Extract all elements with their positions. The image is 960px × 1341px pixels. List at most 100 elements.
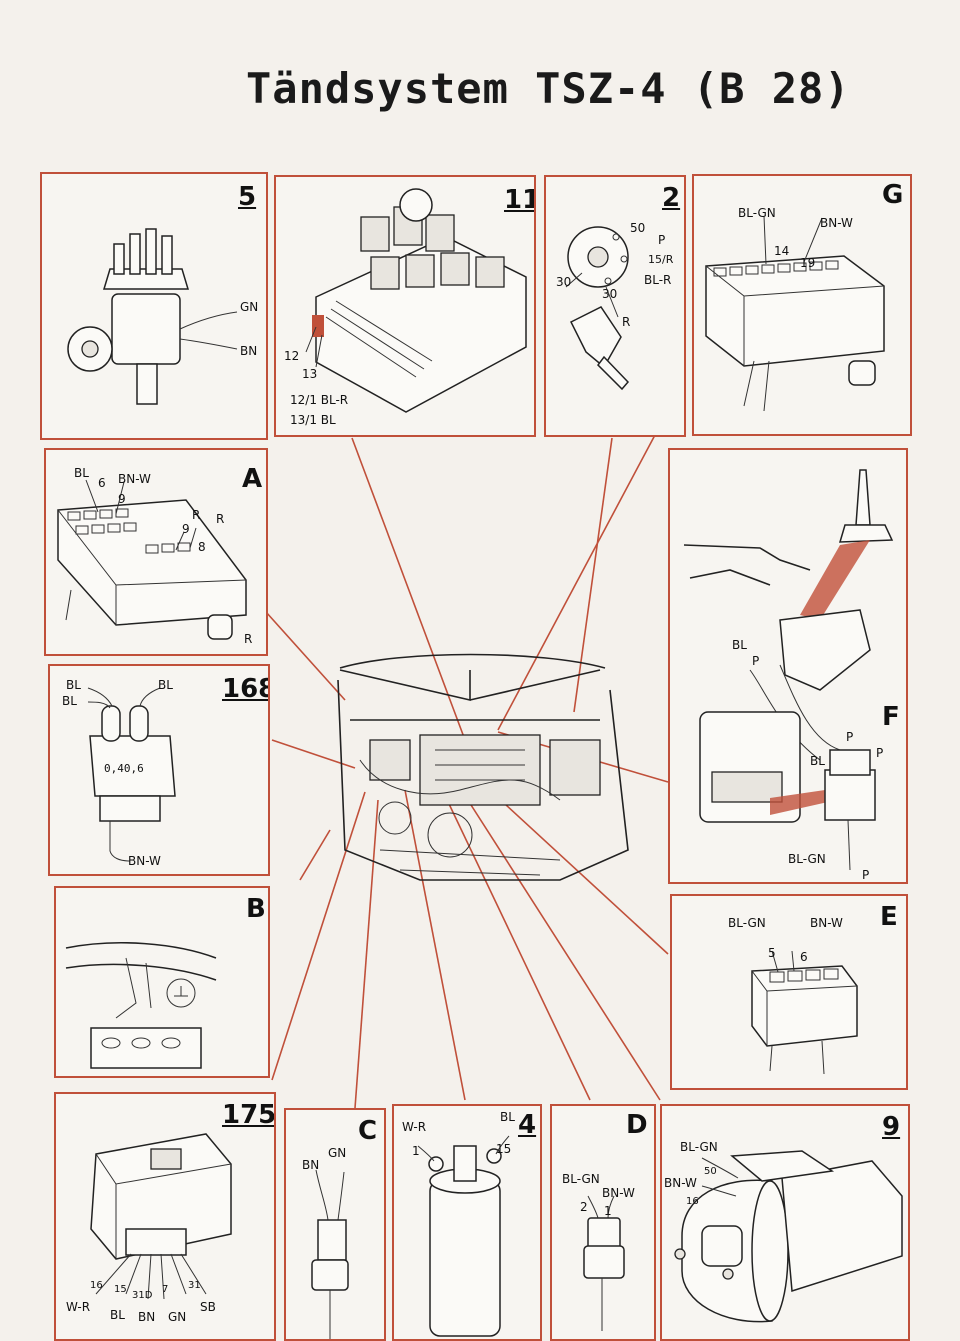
label: BN-W xyxy=(128,854,161,868)
panel-id: 175 xyxy=(222,1100,276,1130)
label: 15 xyxy=(114,1284,127,1295)
panel-ignition-switch: 2 50 P 15/R BL-R 30 30 R xyxy=(544,175,686,437)
ground-point-icon xyxy=(65,942,217,1069)
panel-control-unit: 175 16 15 31D 7 31 W-R BL BN GN SB xyxy=(54,1092,276,1341)
label: 14 xyxy=(774,244,790,258)
label: R xyxy=(244,632,253,646)
label: W-R xyxy=(402,1120,427,1134)
label: 8 xyxy=(198,540,206,554)
label: BL xyxy=(110,1308,125,1322)
label: P xyxy=(658,233,666,247)
panel-id: 168 xyxy=(222,674,268,704)
panel-id: E xyxy=(880,902,898,932)
panel-resistor: 168 BL BL BL 0,40,6 BN-W xyxy=(48,664,270,876)
panel-gear-selector: F BL P P P BL BL-GN P xyxy=(668,448,908,884)
label: 12/1 BL-R xyxy=(290,393,349,407)
panel-id: F xyxy=(882,702,900,732)
panel-id: D xyxy=(626,1110,648,1140)
label: 13/1 BL xyxy=(290,413,336,427)
label: BN-W xyxy=(118,472,151,486)
panel-starter-motor: 9 BL-GN 50 BN-W 16 xyxy=(660,1104,910,1341)
ignition-switch-icon xyxy=(565,226,630,391)
panel-id: G xyxy=(882,180,904,210)
label: P xyxy=(846,730,854,744)
label: R xyxy=(192,508,201,522)
connector-icon xyxy=(583,1195,625,1331)
page-title: Tändsystem TSZ-4 (B 28) xyxy=(246,64,851,113)
connector-icon xyxy=(751,950,858,1075)
panel-id: B xyxy=(246,894,266,924)
label: BL-R xyxy=(644,273,672,287)
connector-icon xyxy=(57,479,247,640)
label: BL xyxy=(158,678,173,692)
panel-id: 4 xyxy=(518,1110,537,1140)
label: 15 xyxy=(496,1142,512,1156)
panel-connector-a: A BL 6 BN-W 9 9 R R 8 R xyxy=(44,448,268,656)
label: BL xyxy=(74,466,89,480)
label: 30 xyxy=(556,275,572,289)
label: 50 xyxy=(630,221,646,235)
panel-connector-d: D BL-GN BN-W 2 1 xyxy=(550,1104,656,1341)
label: 19 xyxy=(800,256,816,270)
label: GN xyxy=(240,300,259,314)
panel-distributor: 5 GN BN xyxy=(40,172,268,440)
label: 9 xyxy=(182,522,190,536)
label: BN-W xyxy=(664,1176,697,1190)
label: 6 xyxy=(98,476,106,490)
label: BL-GN xyxy=(728,916,766,930)
panel-connector-e: E BL-GN BN-W 5 6 xyxy=(670,894,908,1090)
label: BN-W xyxy=(602,1186,635,1200)
label: GN xyxy=(168,1310,187,1324)
connector-icon xyxy=(311,1169,349,1339)
label: 0,40,6 xyxy=(104,762,144,775)
label: SB xyxy=(200,1300,216,1314)
panel-connector-c: C BN GN xyxy=(284,1108,386,1341)
label: BN xyxy=(302,1158,320,1172)
label: BL-GN xyxy=(680,1140,718,1154)
label: 31 xyxy=(188,1280,201,1291)
panel-id: 11 xyxy=(504,185,534,215)
panel-ignition-coil: 4 W-R 1 BL 15 xyxy=(392,1104,542,1341)
ignition-coil-icon xyxy=(417,1135,510,1337)
panel-id: 9 xyxy=(882,1112,901,1142)
panel-ground-point: B xyxy=(54,886,270,1078)
label: P xyxy=(862,868,870,882)
label: 1 xyxy=(412,1144,420,1158)
label: 6 xyxy=(800,950,808,964)
label: 2 xyxy=(580,1200,588,1214)
label: R xyxy=(216,512,225,526)
label: BN-W xyxy=(820,216,853,230)
label: 13 xyxy=(302,367,318,381)
starter-motor-icon xyxy=(674,1150,903,1323)
control-unit-icon xyxy=(90,1133,232,1300)
label: 31D xyxy=(132,1290,153,1301)
label: 5 xyxy=(768,946,776,960)
resistor-icon xyxy=(87,687,176,862)
label: BN xyxy=(240,344,258,358)
label: 50 xyxy=(704,1166,717,1177)
label: 15/R xyxy=(648,253,674,266)
connector-icon xyxy=(705,215,885,412)
gear-selector-icon xyxy=(683,469,894,871)
label: P xyxy=(876,746,884,760)
panel-id: 5 xyxy=(238,182,257,212)
label: 1 xyxy=(604,1204,612,1218)
label: 30 xyxy=(602,287,618,301)
label: BL xyxy=(732,638,747,652)
label: W-R xyxy=(66,1300,91,1314)
label: 16 xyxy=(686,1196,699,1207)
label: BL xyxy=(810,754,825,768)
label: 7 xyxy=(162,1284,169,1295)
label: 12 xyxy=(284,349,300,363)
engine-bay-drawing xyxy=(337,653,629,881)
label: R xyxy=(622,315,631,329)
label: P xyxy=(752,654,760,668)
label: BN-W xyxy=(810,916,843,930)
panel-relay-box: 11 12 13 12/1 BL-R 13/1 BL xyxy=(274,175,536,437)
panel-id: C xyxy=(358,1116,378,1146)
label: BL xyxy=(66,678,81,692)
relay-box-icon xyxy=(305,188,527,413)
label: 16 xyxy=(90,1280,103,1291)
label: BL-GN xyxy=(738,206,776,220)
label: BL-GN xyxy=(562,1172,600,1186)
